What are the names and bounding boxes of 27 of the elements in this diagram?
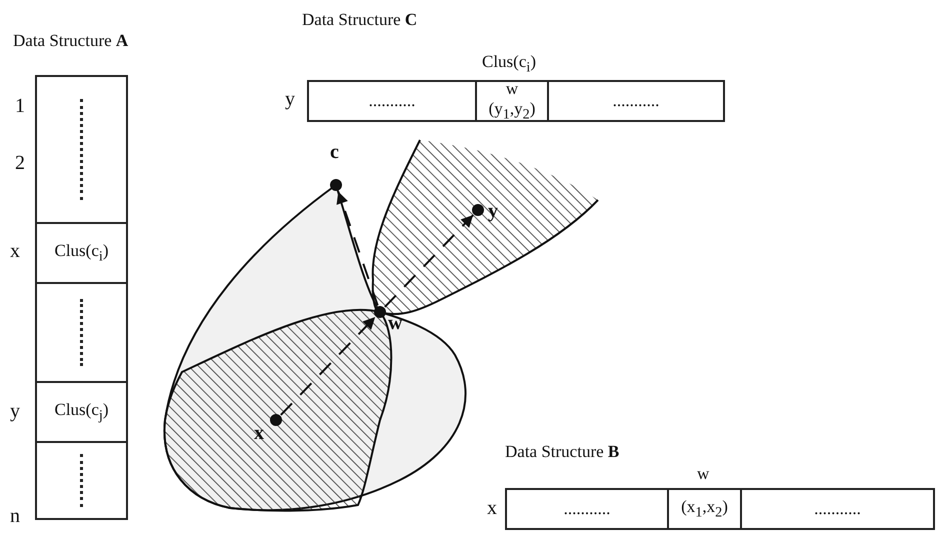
empty-cell: [35, 441, 128, 520]
cell-caption: Clus(c$_{i}$): [482, 52, 536, 76]
point-dot: [330, 179, 342, 191]
dashed-arrow: [336, 191, 379, 306]
row-label: 2: [15, 152, 25, 175]
table-cell: Clus(c$_{i}$): [35, 222, 128, 284]
row-label: y: [10, 400, 20, 423]
table-heading: Data Structure C: [302, 10, 418, 30]
row-label: x: [10, 240, 20, 263]
point-label: c: [330, 141, 339, 164]
table-heading: Data Structure A: [13, 31, 128, 51]
empty-cell: [35, 75, 128, 224]
row-label: y: [285, 88, 295, 111]
dashed-arrow: [384, 214, 474, 308]
table-cell: ...........: [740, 488, 935, 530]
table-cell: ...........: [547, 80, 725, 122]
dashed-arrow: [280, 316, 376, 416]
table-cell: ...........: [307, 80, 477, 122]
cell-caption: w: [697, 464, 710, 484]
table-cell: ...........: [505, 488, 669, 530]
row-label: x: [487, 497, 497, 520]
row-label: 1: [15, 95, 25, 118]
row-label: n: [10, 505, 20, 528]
table-cell: Clus(c$_{j}$): [35, 381, 128, 443]
table-heading: Data Structure B: [505, 442, 620, 462]
point-label: w: [388, 312, 402, 335]
empty-cell: [35, 282, 128, 383]
